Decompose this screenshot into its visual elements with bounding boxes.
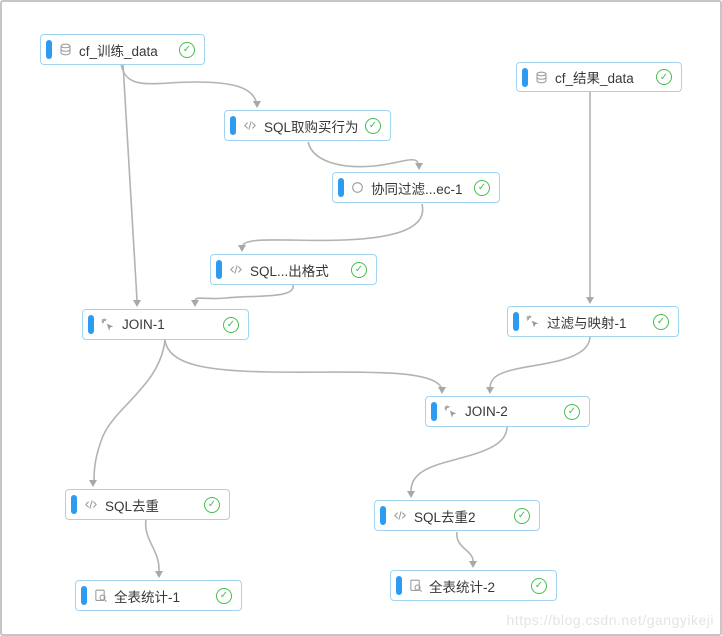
- arrowhead-icon: [253, 101, 261, 108]
- code-icon: [243, 119, 257, 132]
- table-stats-icon: [94, 589, 107, 602]
- success-check-icon: ✓: [365, 117, 381, 134]
- node-label: 过滤与映射-1: [547, 315, 627, 331]
- database-icon: [535, 71, 548, 84]
- status-bar: [431, 402, 437, 421]
- circle-icon: [351, 181, 364, 194]
- success-check-icon: ✓: [179, 41, 195, 58]
- status-bar: [71, 495, 77, 514]
- status-bar: [396, 576, 402, 595]
- status-bar: [46, 40, 52, 59]
- edge-filter-to-join2: [489, 336, 591, 388]
- arrowhead-icon: [586, 297, 594, 304]
- edge-join1-to-sqldedup: [93, 339, 166, 481]
- node-label: SQL去重2: [414, 509, 476, 525]
- status-bar: [338, 178, 344, 197]
- edge-sqldedup2-to-stats2: [456, 531, 474, 562]
- node-sqlfmt[interactable]: SQL...出格式 ✓: [210, 254, 377, 285]
- arrowhead-icon: [415, 163, 423, 170]
- database-icon: [59, 43, 72, 56]
- tool-cursor-icon: [444, 404, 458, 419]
- node-sqldedup[interactable]: SQL去重 ✓: [65, 489, 230, 520]
- code-icon: [84, 498, 98, 511]
- table-stats-icon: [409, 579, 422, 592]
- arrowhead-icon: [155, 571, 163, 578]
- node-label: 全表统计-1: [114, 589, 181, 605]
- status-bar: [216, 260, 222, 279]
- tool-cursor-icon: [101, 317, 115, 332]
- edge-cf-to-sqlfmt: [242, 203, 424, 246]
- arrowhead-icon: [238, 245, 246, 252]
- success-check-icon: ✓: [216, 587, 232, 604]
- success-check-icon: ✓: [564, 403, 580, 420]
- node-label: 协同过滤...ec-1: [371, 181, 463, 197]
- edge-sqldedup-to-stats1: [144, 518, 160, 572]
- arrowhead-icon: [486, 387, 494, 394]
- status-bar: [522, 67, 528, 87]
- code-icon: [229, 263, 243, 276]
- success-check-icon: ✓: [474, 179, 490, 196]
- code-icon: [393, 509, 407, 522]
- node-label: 全表统计-2: [429, 579, 496, 595]
- edge-sqlfmt-to-join1: [194, 284, 294, 301]
- success-check-icon: ✓: [653, 313, 669, 330]
- edge-sqlbuy-to-cf: [307, 141, 419, 168]
- status-bar: [81, 586, 87, 605]
- edge-join2-to-sqldedup2: [410, 426, 508, 492]
- arrowhead-icon: [191, 300, 199, 307]
- success-check-icon: ✓: [656, 69, 672, 85]
- node-result[interactable]: cf_结果_data ✓: [516, 62, 682, 92]
- success-check-icon: ✓: [531, 577, 547, 594]
- arrowhead-icon: [407, 491, 415, 498]
- success-check-icon: ✓: [223, 316, 239, 333]
- node-join1[interactable]: JOIN-1 ✓: [82, 309, 249, 340]
- edge-train-to-sqlbuy: [120, 63, 257, 102]
- node-cf[interactable]: 协同过滤...ec-1 ✓: [332, 172, 500, 203]
- status-bar: [513, 312, 519, 331]
- edge-join1-to-join2: [164, 339, 442, 388]
- tool-cursor-icon: [526, 314, 540, 329]
- node-label: JOIN-1: [122, 317, 165, 332]
- arrowhead-icon: [133, 300, 141, 307]
- node-label: SQL...出格式: [250, 263, 329, 279]
- success-check-icon: ✓: [514, 507, 530, 524]
- arrowhead-icon: [89, 480, 97, 487]
- node-sqlbuy[interactable]: SQL取购买行为 ✓: [224, 110, 391, 141]
- arrowhead-icon: [469, 561, 477, 568]
- watermark: https://blog.csdn.net/gangyikeji: [506, 612, 714, 628]
- success-check-icon: ✓: [204, 496, 220, 513]
- node-label: SQL取购买行为: [264, 119, 359, 135]
- status-bar: [230, 116, 236, 135]
- status-bar: [88, 315, 94, 334]
- node-label: cf_结果_data: [555, 71, 634, 86]
- status-bar: [380, 506, 386, 525]
- node-label: cf_训练_data: [79, 43, 158, 59]
- edge-train-to-join1: [122, 63, 138, 301]
- node-stats1[interactable]: 全表统计-1 ✓: [75, 580, 242, 611]
- node-train[interactable]: cf_训练_data ✓: [40, 34, 205, 65]
- node-join2[interactable]: JOIN-2 ✓: [425, 396, 590, 427]
- node-label: SQL去重: [105, 498, 160, 514]
- success-check-icon: ✓: [351, 261, 367, 278]
- node-stats2[interactable]: 全表统计-2 ✓: [390, 570, 557, 601]
- node-sqldedup2[interactable]: SQL去重2 ✓: [374, 500, 540, 531]
- arrowhead-icon: [438, 387, 446, 394]
- node-filter[interactable]: 过滤与映射-1 ✓: [507, 306, 679, 337]
- node-label: JOIN-2: [465, 404, 508, 419]
